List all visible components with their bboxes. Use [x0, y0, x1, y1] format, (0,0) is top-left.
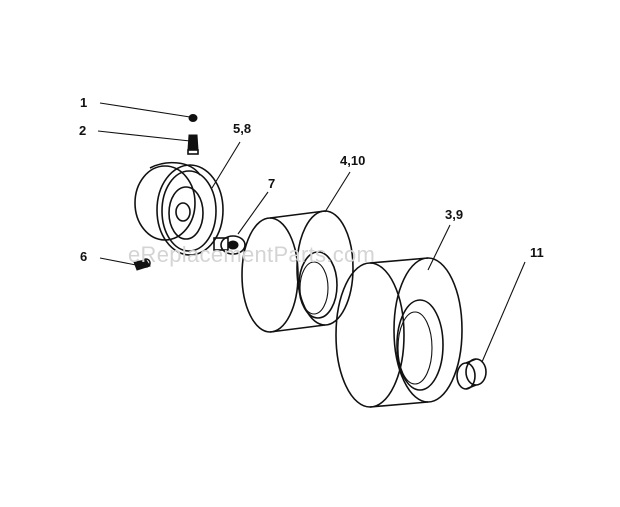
- callout-6: 6: [80, 249, 88, 264]
- leader-line-2: [97, 130, 191, 142]
- valve-stem-part: [187, 134, 199, 155]
- callout-5-8: 5,8: [233, 121, 252, 136]
- callout-11: 11: [530, 245, 544, 260]
- rim-ring: [156, 164, 224, 256]
- callout-3-9: 3,9: [445, 207, 464, 222]
- callout-2: 2: [79, 123, 87, 138]
- bushing-part: [213, 235, 246, 255]
- tire-front-part: [241, 210, 354, 333]
- wheel-rim-part: [134, 161, 224, 256]
- leader-line-4-10: [324, 171, 351, 213]
- callout-1: 1: [80, 95, 88, 110]
- tire-rear-part: [335, 257, 463, 408]
- valve-cap-part: [188, 114, 198, 122]
- watermark-text: eReplacementParts.com: [128, 242, 376, 267]
- leader-line-3-9: [427, 224, 451, 271]
- hub-cap-part: [456, 358, 487, 390]
- leader-line-5-8: [211, 141, 241, 189]
- callout-7: 7: [268, 176, 276, 191]
- leader-line-1: [99, 102, 191, 118]
- leader-line-6: [99, 257, 137, 266]
- bolt-part: [133, 258, 151, 271]
- leader-line-11: [481, 261, 526, 363]
- callout-4-10: 4,10: [340, 153, 366, 168]
- leader-line-7: [237, 191, 269, 235]
